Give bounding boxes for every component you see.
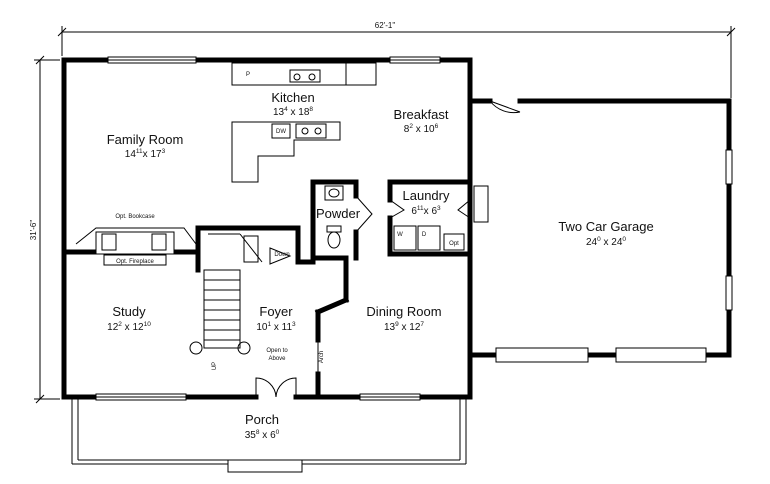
dining-room-size: 139 x 127 <box>384 321 424 333</box>
opt-bookcase-label: Opt. Bookcase <box>115 214 155 220</box>
laundry-name: Laundry <box>403 188 450 203</box>
dimension-depth: 31'-6" <box>29 55 60 404</box>
up-label: UP <box>212 362 218 370</box>
windows <box>95 56 441 401</box>
room-dining: Dining Room 139 x 127 <box>366 304 441 333</box>
study-size: 122 x 1210 <box>107 321 151 333</box>
foyer-size: 101 x 113 <box>256 321 296 333</box>
down-label: Down <box>274 252 289 258</box>
garage-walls <box>467 98 733 363</box>
garage-size: 240 x 240 <box>586 236 626 248</box>
study-name: Study <box>112 304 146 319</box>
room-laundry: Laundry 611x 63 <box>403 188 450 217</box>
open-to-label: Open to <box>266 348 288 354</box>
porch <box>71 399 467 473</box>
family-room-name: Family Room <box>107 132 184 147</box>
garage-name: Two Car Garage <box>558 219 653 234</box>
overall-depth-label: 31'-6" <box>29 220 38 241</box>
laundry-fixtures: W D Opt <box>389 199 471 251</box>
arch-label: Arch <box>319 351 325 363</box>
opt-sink-label: Opt <box>449 241 459 247</box>
overall-width-label: 62'-1" <box>375 21 396 30</box>
breakfast-size: 82 x 106 <box>404 123 439 135</box>
kitchen-size: 134 x 188 <box>273 106 313 118</box>
interior-walls <box>61 179 473 400</box>
room-study: Study 122 x 1210 <box>107 304 151 333</box>
dryer-label: D <box>422 232 427 238</box>
dimension-width: 62'-1" <box>57 21 736 98</box>
dishwasher-label: DW <box>276 129 286 135</box>
kitchen-name: Kitchen <box>271 90 314 105</box>
kitchen-counters: P DW <box>231 62 377 183</box>
porch-size: 358 x 60 <box>245 429 280 441</box>
laundry-size: 611x 63 <box>411 205 441 217</box>
front-entry: Arch Open to Above <box>255 340 325 398</box>
dining-room-name: Dining Room <box>366 304 441 319</box>
exterior-walls <box>61 57 473 400</box>
stairs: UP Down <box>189 233 292 370</box>
porch-name: Porch <box>245 412 279 427</box>
room-kitchen: Kitchen 134 x 188 <box>271 90 314 118</box>
foyer-name: Foyer <box>259 304 293 319</box>
above-label: Above <box>268 356 286 362</box>
room-breakfast: Breakfast 82 x 106 <box>394 107 449 135</box>
powder-name: Powder <box>316 206 361 221</box>
breakfast-name: Breakfast <box>394 107 449 122</box>
family-room-size: 1411x 173 <box>125 148 166 160</box>
pantry-label: P <box>246 72 250 78</box>
fireplace: Opt. Bookcase Opt. Fireplace <box>75 214 197 266</box>
washer-label: W <box>397 232 403 238</box>
opt-fireplace-label: Opt. Fireplace <box>116 259 154 265</box>
room-garage: Two Car Garage 240 x 240 <box>558 219 653 248</box>
room-family: Family Room 1411x 173 <box>107 132 184 160</box>
room-powder: Powder <box>316 206 361 221</box>
powder-fixtures <box>324 185 373 249</box>
room-porch: Porch 358 x 60 <box>245 412 280 441</box>
room-foyer: Foyer 101 x 113 <box>256 304 296 333</box>
